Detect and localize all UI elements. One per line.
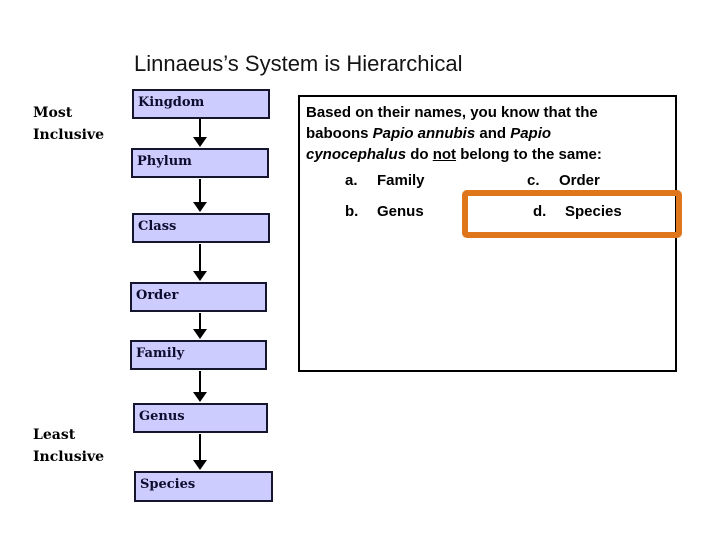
arrow-shaft: [199, 371, 201, 392]
question-segment-underline: not: [432, 146, 457, 163]
level-label-class: Class: [138, 219, 177, 234]
arrow-head: [193, 460, 207, 470]
least-inclusive-line1: Least: [33, 427, 76, 443]
level-label-order: Order: [136, 288, 179, 303]
option-d: d. Species: [533, 203, 622, 220]
option-d-label: Species: [565, 203, 622, 220]
arrow-shaft: [199, 244, 201, 271]
level-label-genus: Genus: [139, 409, 185, 424]
down-arrow-icon: [193, 371, 207, 402]
level-label-species: Species: [140, 477, 196, 492]
option-b-label: Genus: [377, 203, 424, 220]
question-segment: and: [475, 125, 511, 142]
level-box-class: Class: [132, 213, 270, 243]
option-a-letter: a.: [345, 172, 358, 189]
slide-title: Linnaeus’s System is Hierarchical: [134, 51, 463, 76]
arrow-head: [193, 271, 207, 281]
question-segment-italic: Papio annubis: [372, 125, 476, 142]
answer-highlight-box: [462, 190, 682, 238]
most-inclusive-line2: Inclusive: [33, 127, 104, 143]
level-box-phylum: Phylum: [131, 148, 269, 178]
option-b: b. Genus: [345, 203, 424, 220]
question-segment: Based on their names, you know that the: [306, 104, 598, 121]
level-box-species: Species: [134, 471, 273, 502]
arrow-shaft: [199, 119, 201, 137]
down-arrow-icon: [193, 434, 207, 470]
level-box-family: Family: [130, 340, 267, 370]
question-segment-italic: Papio: [510, 125, 552, 142]
least-inclusive-line2: Inclusive: [33, 449, 104, 465]
least-inclusive-label: Least Inclusive: [33, 424, 104, 468]
arrow-head: [193, 392, 207, 402]
level-box-order: Order: [130, 282, 267, 312]
question-segment: belong to the same:: [456, 146, 602, 163]
down-arrow-icon: [193, 244, 207, 281]
question-text: Based on their names, you know that the …: [306, 102, 668, 165]
arrow-shaft: [199, 434, 201, 460]
option-b-letter: b.: [345, 203, 359, 220]
arrow-head: [193, 329, 207, 339]
question-segment: do: [406, 146, 433, 163]
level-label-phylum: Phylum: [137, 154, 192, 169]
option-c-label: Order: [559, 172, 600, 189]
option-a: a. Family: [345, 172, 425, 189]
level-label-kingdom: Kingdom: [138, 95, 205, 110]
most-inclusive-label: Most Inclusive: [33, 102, 104, 146]
down-arrow-icon: [193, 119, 207, 147]
option-c: c. Order: [527, 172, 600, 189]
arrow-head: [193, 202, 207, 212]
arrow-head: [193, 137, 207, 147]
level-box-kingdom: Kingdom: [132, 89, 270, 119]
level-box-genus: Genus: [133, 403, 268, 433]
question-segment: baboons: [306, 125, 373, 142]
arrow-shaft: [199, 179, 201, 202]
option-a-label: Family: [377, 172, 425, 189]
option-c-letter: c.: [527, 172, 540, 189]
option-d-letter: d.: [533, 203, 547, 220]
question-segment-italic: cynocephalus: [306, 146, 407, 163]
most-inclusive-line1: Most: [33, 105, 73, 121]
down-arrow-icon: [193, 179, 207, 212]
arrow-shaft: [199, 313, 201, 329]
level-label-family: Family: [136, 346, 185, 361]
down-arrow-icon: [193, 313, 207, 339]
